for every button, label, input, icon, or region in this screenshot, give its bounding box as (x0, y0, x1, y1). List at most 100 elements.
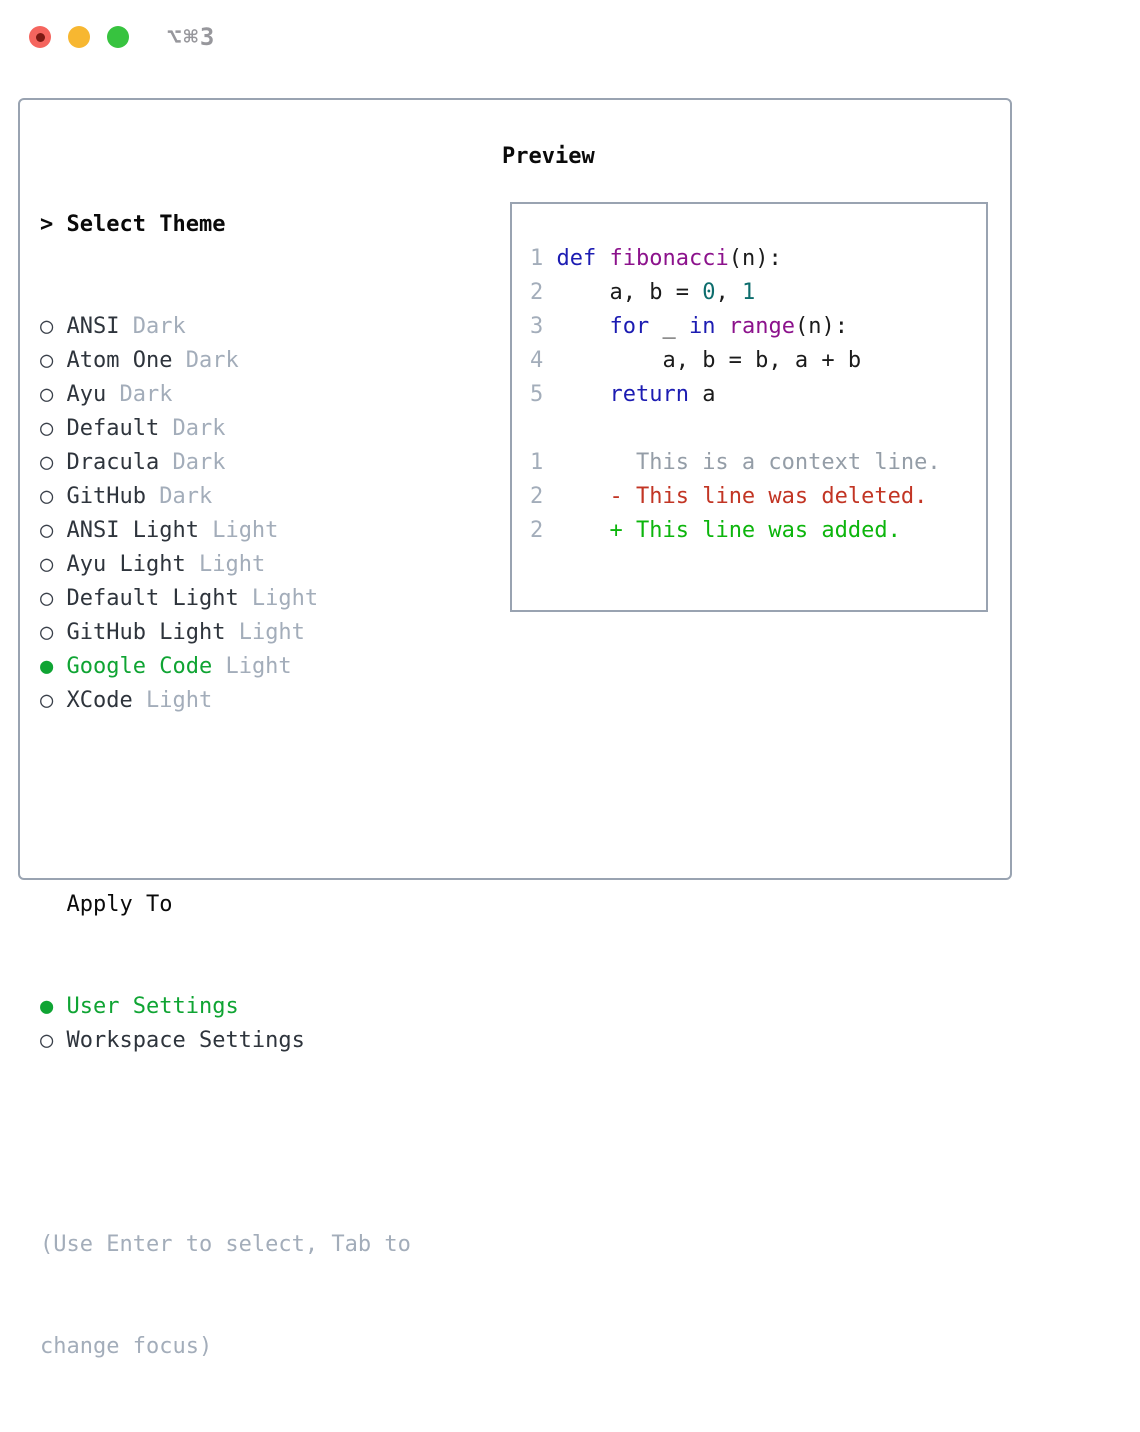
selected-radio-icon: ● (40, 994, 67, 1019)
radio-icon: ○ (40, 552, 67, 577)
diff-context-line: 1 This is a context line. (530, 446, 941, 480)
theme-item-ayu[interactable]: ○ Ayu Dark (40, 378, 411, 412)
radio-icon: ○ (40, 484, 67, 509)
item-variant-tag: Light (238, 586, 319, 611)
preview-title-label: Preview (502, 144, 595, 169)
token-del: - This line was deleted. (609, 484, 928, 509)
token-pln (715, 314, 728, 339)
token-pln: , (715, 280, 742, 305)
token-pln (596, 246, 609, 271)
line-number: 1 (530, 246, 544, 271)
token-pln: a, b = b, a + b (543, 348, 862, 373)
line-number: 3 (530, 314, 544, 339)
theme-item-dracula[interactable]: ○ Dracula Dark (40, 446, 411, 480)
item-variant-tag: Light (212, 654, 292, 679)
code-line: 1 def fibonacci(n): (530, 242, 941, 276)
code-line: 4 a, b = b, a + b (530, 344, 941, 378)
item-label: GitHub (66, 484, 146, 509)
token-add: + This line was added. (609, 518, 901, 543)
token-pln (543, 518, 609, 543)
close-button[interactable] (29, 26, 51, 48)
line-number: 1 (530, 450, 544, 475)
diff-added-line: 2 + This line was added. (530, 514, 941, 548)
apply-to-list: ● User Settings○ Workspace Settings (40, 990, 411, 1058)
theme-list-title: > Select Theme (40, 208, 411, 242)
minimize-button[interactable] (68, 26, 90, 48)
radio-icon: ○ (40, 688, 67, 713)
selected-radio-icon: ● (40, 654, 67, 679)
theme-item-xcode[interactable]: ○ XCode Light (40, 684, 411, 718)
item-variant-tag: Dark (145, 484, 213, 509)
theme-item-ayu-light[interactable]: ○ Ayu Light Light (40, 548, 411, 582)
theme-picker-panel: > Select Theme ○ ANSI Dark○ Atom One Dar… (18, 98, 1012, 1359)
item-variant-tag: Dark (119, 314, 186, 339)
theme-item-default[interactable]: ○ Default Dark (40, 412, 411, 446)
item-label: Workspace Settings (66, 1028, 305, 1053)
item-label: ANSI (66, 314, 120, 339)
line-number: 2 (530, 280, 544, 305)
theme-list-title-label: Select Theme (66, 212, 226, 237)
item-variant-tag: Light (185, 552, 266, 577)
diff-deleted-line: 2 - This line was deleted. (530, 480, 941, 514)
token-pln (543, 484, 609, 509)
radio-icon: ○ (40, 586, 67, 611)
close-dot-icon (35, 32, 45, 42)
token-pln: _ (649, 314, 689, 339)
token-pln (543, 314, 609, 339)
token-pln: (n): (728, 246, 782, 271)
token-kwd: return (609, 382, 689, 407)
item-label: Ayu Light (66, 552, 186, 577)
item-label: GitHub Light (66, 620, 226, 645)
theme-item-google-code[interactable]: ● Google Code Light (40, 650, 411, 684)
code-line: 2 a, b = 0, 1 (530, 276, 941, 310)
theme-item-ansi-light[interactable]: ○ ANSI Light Light (40, 514, 411, 548)
item-label: Google Code (66, 654, 213, 679)
token-lit: 1 (741, 280, 756, 305)
item-variant-tag: Dark (172, 348, 239, 373)
line-number: 4 (530, 348, 544, 373)
token-kwd: for (609, 314, 650, 339)
apply-option-user-settings[interactable]: ● User Settings (40, 990, 411, 1024)
spacer (40, 1126, 411, 1160)
radio-icon: ○ (40, 348, 67, 373)
line-number: 5 (530, 382, 544, 407)
theme-item-github[interactable]: ○ GitHub Dark (40, 480, 411, 514)
zoom-button[interactable] (107, 26, 129, 48)
preview-title: Preview (502, 140, 595, 174)
token-ctx: This is a context line. (543, 450, 941, 475)
token-kwd: in (688, 314, 716, 339)
item-label: Atom One (66, 348, 173, 373)
radio-icon: ○ (40, 416, 67, 441)
titlebar: ⌥⌘3 (0, 0, 1140, 74)
item-variant-tag: Light (132, 688, 213, 713)
token-pln: a (688, 382, 716, 407)
apply-to-title-label: Apply To (66, 892, 173, 917)
radio-icon: ○ (40, 518, 67, 543)
theme-item-github-light[interactable]: ○ GitHub Light Light (40, 616, 411, 650)
theme-list: ○ ANSI Dark○ Atom One Dark○ Ayu Dark○ De… (40, 310, 411, 718)
item-variant-tag: Dark (159, 450, 226, 475)
token-pln: (n): (794, 314, 848, 339)
token-typ: range (728, 314, 795, 339)
apply-to-indent (40, 892, 67, 917)
code-line: 5 return a (530, 378, 941, 412)
item-label: XCode (66, 688, 133, 713)
item-label: Dracula (66, 450, 160, 475)
line-number: 2 (530, 484, 544, 509)
radio-icon: ○ (40, 314, 67, 339)
token-typ: fibonacci (609, 246, 729, 271)
radio-icon: ○ (40, 1028, 67, 1053)
help-text-line1: (Use Enter to select, Tab to (40, 1232, 411, 1257)
theme-item-default-light[interactable]: ○ Default Light Light (40, 582, 411, 616)
theme-item-ansi[interactable]: ○ ANSI Dark (40, 310, 411, 344)
theme-picker-column: > Select Theme ○ ANSI Dark○ Atom One Dar… (40, 140, 411, 1432)
radio-icon: ○ (40, 620, 67, 645)
theme-item-atom-one[interactable]: ○ Atom One Dark (40, 344, 411, 378)
app-window: ⌥⌘3 > Select Theme ○ ANSI Dark○ Atom One… (0, 0, 1140, 1359)
token-pln (543, 246, 556, 271)
spacer (40, 786, 411, 820)
apply-option-workspace-settings[interactable]: ○ Workspace Settings (40, 1024, 411, 1058)
item-label: Default Light (66, 586, 239, 611)
item-variant-tag: Dark (159, 416, 226, 441)
